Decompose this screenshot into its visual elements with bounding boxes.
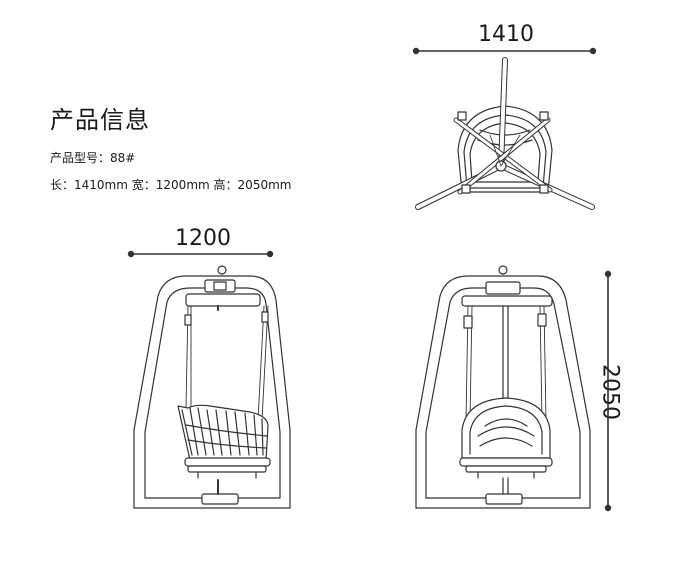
- height-dimension: [604, 270, 612, 512]
- side-width-label: 1200: [175, 226, 231, 251]
- side-width-dimension: [127, 250, 274, 258]
- product-info: 产品信息 产品型号：88# 长：1410mm 宽：1200mm 高：2050mm: [50, 100, 291, 193]
- product-info-title: 产品信息: [50, 106, 150, 134]
- width-label: 宽：: [131, 178, 156, 192]
- height-value: 2050mm: [237, 178, 292, 192]
- top-view: [415, 57, 595, 210]
- size-row: 长：1410mm 宽：1200mm 高：2050mm: [50, 176, 291, 193]
- length-label: 长：: [50, 178, 75, 192]
- width-value: 1200mm: [155, 178, 210, 192]
- length-value: 1410mm: [74, 178, 128, 192]
- top-width-label: 1410: [478, 22, 534, 47]
- model-row: 产品型号：88#: [50, 149, 291, 166]
- height-label: 高：: [213, 178, 238, 192]
- top-width-dimension: [412, 47, 597, 55]
- front-view: [415, 265, 591, 509]
- model-value: 88#: [110, 151, 136, 165]
- side-view: [133, 265, 291, 509]
- model-label: 产品型号：: [50, 151, 111, 165]
